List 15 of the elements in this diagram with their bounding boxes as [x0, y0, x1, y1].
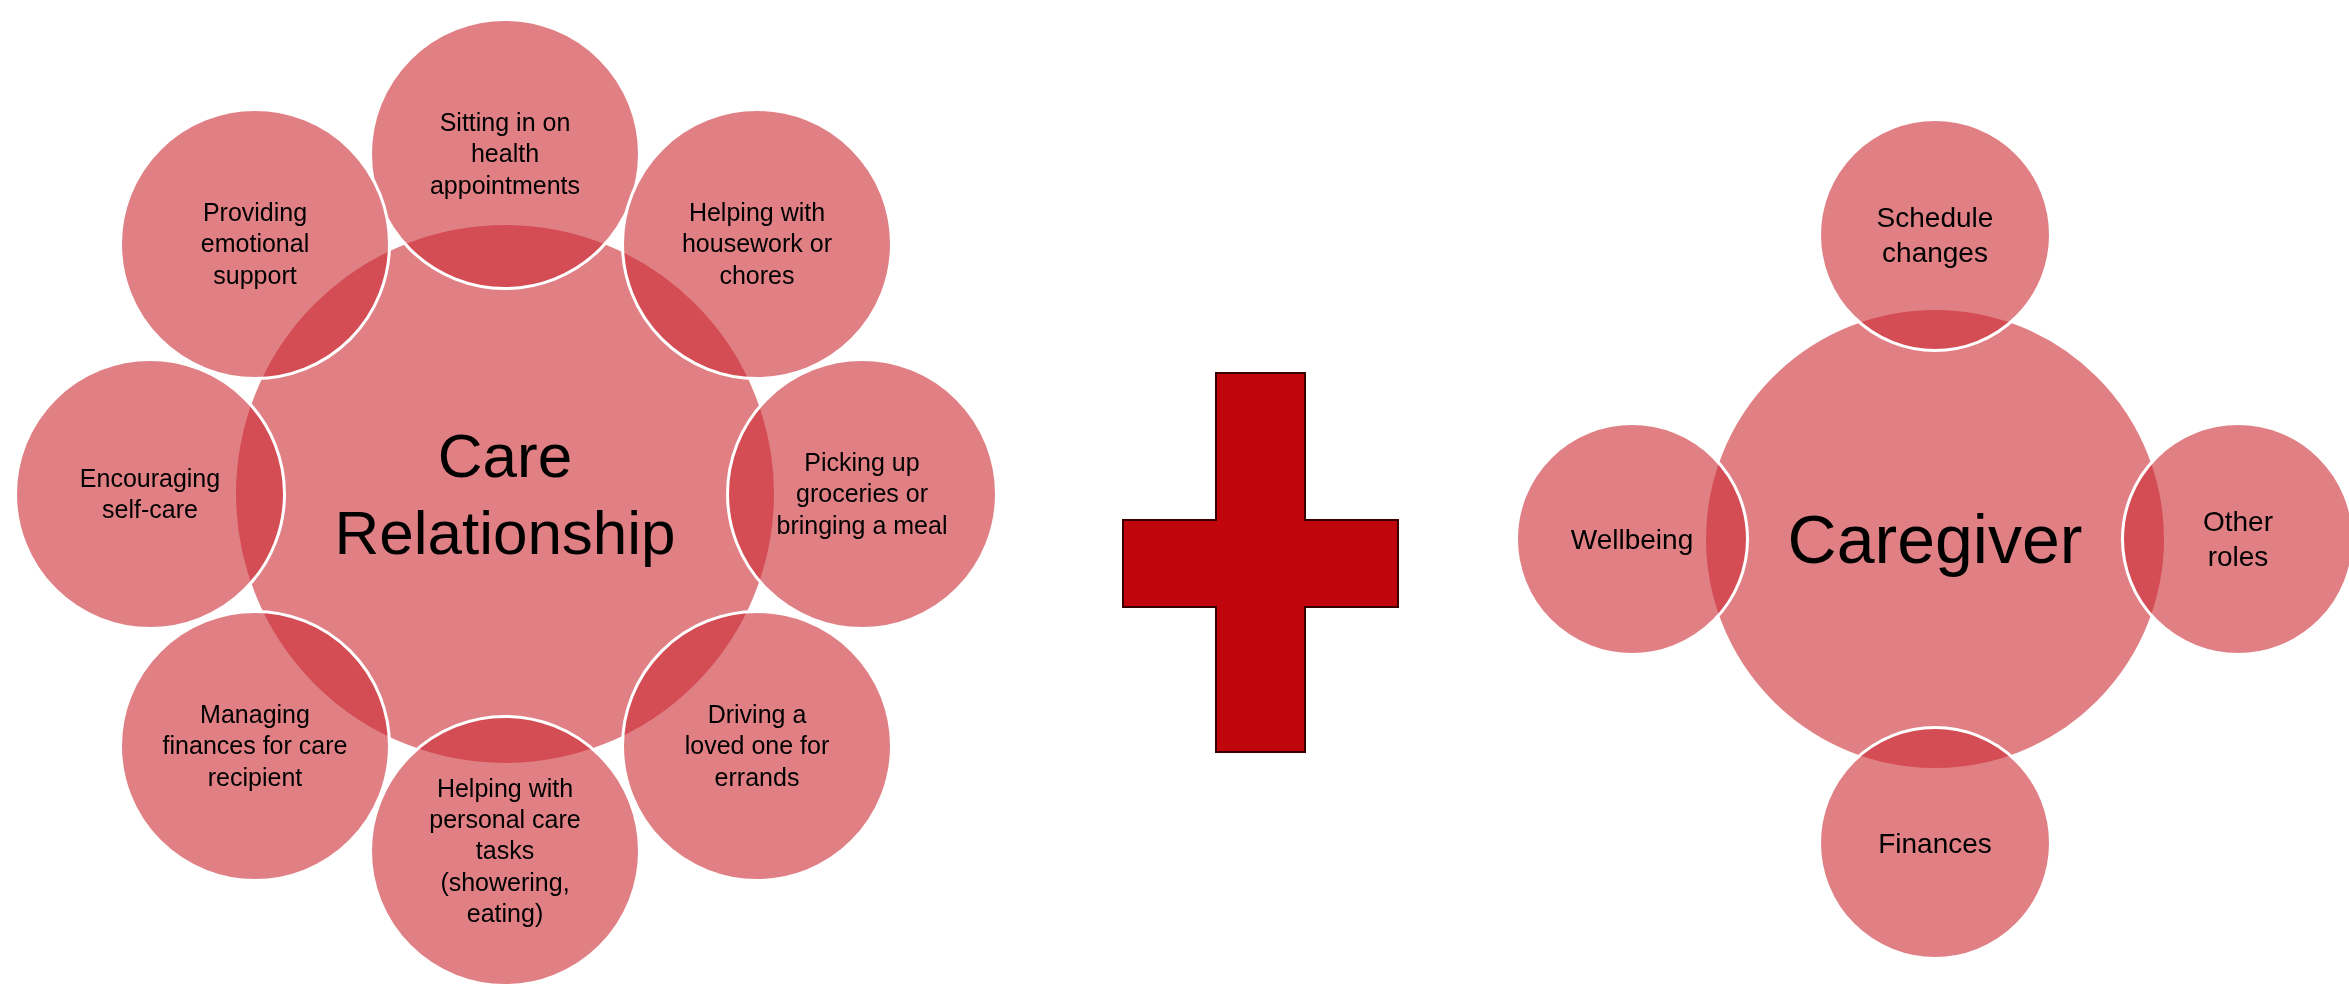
node-label: Encouraging self-care — [78, 462, 222, 525]
node-label: Other roles — [2202, 505, 2274, 574]
node-label: Helping with personal care tasks (showering, eating) — [428, 772, 582, 929]
node-label: Caregiver — [1787, 499, 2083, 579]
node-label: Sitting in on health appointments — [428, 107, 582, 201]
node-label: Managing finances for care recipient — [161, 699, 349, 793]
node-label: Driving a loved one for errands — [683, 699, 831, 793]
node-label: Schedule changes — [1875, 201, 1995, 270]
node-label: Helping with housework or chores — [680, 197, 834, 291]
node-label: Care Relationship — [333, 419, 677, 569]
node-label: Finances — [1878, 826, 1992, 861]
node-label: Picking up groceries or bringing a meal — [775, 447, 949, 541]
node-label: Providing emotional support — [199, 197, 311, 291]
plus-sign — [1122, 372, 1399, 753]
node-label: Wellbeing — [1570, 522, 1694, 557]
